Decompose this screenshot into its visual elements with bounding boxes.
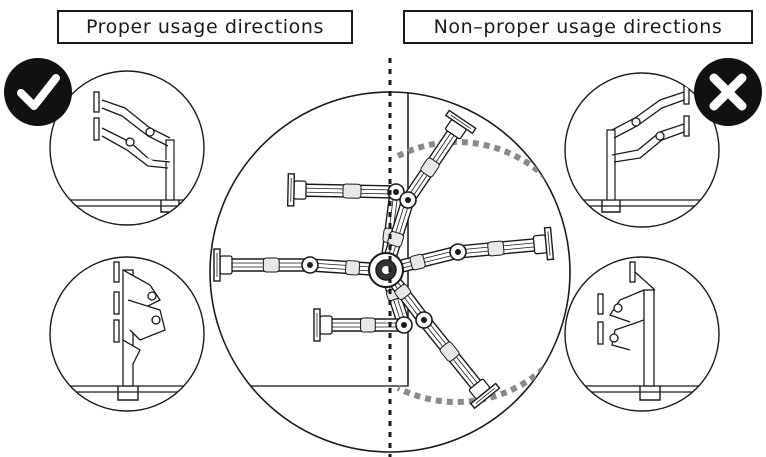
proper-example-top	[49, 70, 205, 226]
cross-icon	[694, 58, 762, 126]
improper-range-arc	[396, 139, 570, 405]
improper-example-bottom	[564, 256, 720, 412]
proper-usage-label: Proper usage directions	[57, 10, 353, 44]
main-diagram-circle	[209, 58, 571, 457]
improper-usage-label: Non–proper usage directions	[403, 10, 753, 44]
arm-proper-upper	[286, 173, 405, 271]
desk-outline	[210, 92, 409, 387]
arm-proper-left	[213, 248, 387, 282]
proper-example-bottom	[49, 256, 205, 412]
arm-improper-right	[385, 226, 555, 276]
check-icon	[4, 58, 72, 126]
pole-hub	[368, 252, 404, 288]
improper-example-top	[564, 72, 720, 228]
